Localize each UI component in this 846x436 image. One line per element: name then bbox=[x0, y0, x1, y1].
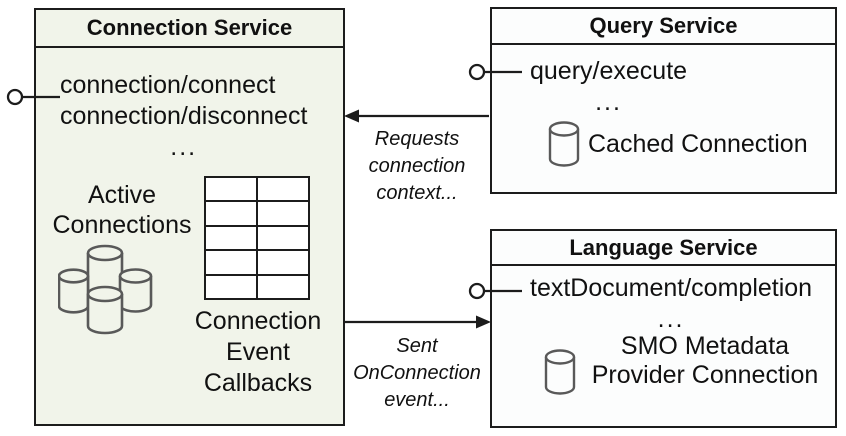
database-cluster-icon bbox=[57, 242, 156, 342]
language-service-methods: textDocument/completion ... bbox=[530, 273, 812, 335]
language-service-title: Language Service bbox=[492, 231, 835, 266]
connection-service-methods: connection/connect connection/disconnect… bbox=[60, 70, 307, 163]
cached-connection-label: Cached Connection bbox=[588, 130, 808, 158]
table-cell bbox=[258, 275, 308, 298]
database-icon bbox=[548, 121, 580, 172]
sent-onconnection-arrow bbox=[345, 315, 491, 329]
method-connection-disconnect: connection/disconnect bbox=[60, 102, 308, 130]
connection-service-box: Connection Service connection/connect co… bbox=[34, 8, 345, 426]
smo-metadata-provider-label: SMO Metadata Provider Connection bbox=[591, 332, 819, 389]
onconnection-event-label: Sent OnConnection event... bbox=[353, 335, 481, 411]
table-cell bbox=[206, 202, 256, 225]
method-textdocument-completion: textDocument/completion bbox=[530, 274, 813, 302]
callbacks-label: Connection Event Callbacks bbox=[194, 307, 322, 397]
methods-ellipsis: ... bbox=[170, 133, 198, 161]
requests-context-label: Requests connection context... bbox=[368, 128, 466, 204]
table-cell bbox=[258, 226, 308, 250]
methods-ellipsis: ... bbox=[595, 88, 622, 116]
table-cell bbox=[258, 178, 308, 201]
table-cell bbox=[206, 251, 256, 274]
table-cell bbox=[206, 178, 256, 201]
methods-ellipsis: ... bbox=[657, 305, 685, 333]
table-cell bbox=[206, 275, 256, 298]
query-service-box: Query Service query/execute ... Cached C… bbox=[490, 7, 837, 194]
table-cell bbox=[258, 251, 308, 274]
connection-event-callback-table bbox=[204, 176, 310, 300]
query-service-methods: query/execute ... bbox=[530, 56, 687, 118]
language-service-box: Language Service textDocument/completion… bbox=[490, 229, 837, 428]
method-connection-connect: connection/connect bbox=[60, 71, 276, 99]
table-cell bbox=[206, 226, 256, 250]
query-service-title: Query Service bbox=[492, 9, 835, 45]
active-connections-label: Active Connections bbox=[52, 181, 192, 239]
requests-connection-context-arrow bbox=[344, 109, 489, 123]
connection-service-title: Connection Service bbox=[36, 10, 343, 48]
method-query-execute: query/execute bbox=[530, 57, 688, 85]
table-cell bbox=[258, 202, 308, 225]
database-icon bbox=[544, 349, 576, 400]
